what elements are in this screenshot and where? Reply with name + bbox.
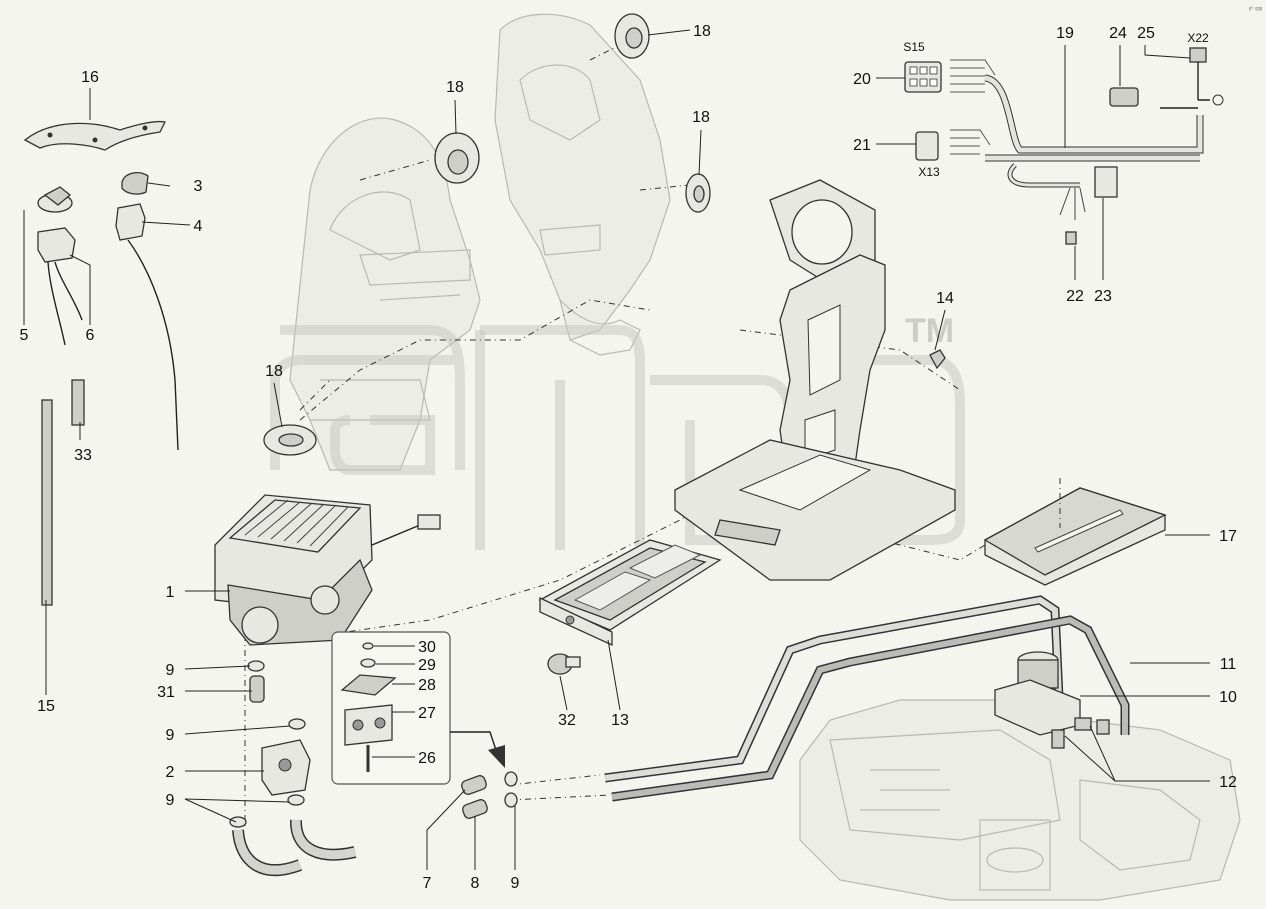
connector-label-x13: X13 (918, 165, 940, 179)
callout-18-d: 18 (265, 363, 283, 380)
part-33-seal (71, 379, 85, 426)
part-30-nut (362, 642, 374, 650)
connector-label-x22: X22 (1187, 31, 1209, 45)
callout-11: 11 (1220, 656, 1237, 673)
connector-x13 (915, 131, 939, 161)
callout-9-a: 9 (166, 662, 175, 679)
grommet-b (434, 132, 480, 184)
callout-14: 14 (936, 290, 954, 307)
part-17-mat (983, 478, 1167, 586)
watermark: TM (270, 312, 965, 550)
part-29-washer (360, 658, 376, 668)
callout-33: 33 (74, 447, 92, 464)
callout-9-d: 9 (511, 875, 520, 892)
part-2-fuel-pump (261, 739, 311, 796)
callout-6: 6 (86, 327, 95, 344)
leader-lines (23, 29, 1210, 870)
callout-31: 31 (157, 684, 175, 701)
part-12-fittings (1051, 717, 1110, 749)
grommet-c (685, 173, 711, 213)
callout-3: 3 (194, 178, 203, 195)
callout-29: 29 (418, 657, 436, 674)
callout-18-c: 18 (692, 109, 710, 126)
part-6-switch (37, 227, 83, 346)
part-11-pipes (604, 595, 1130, 802)
callout-24: 24 (1109, 25, 1127, 42)
callout-28: 28 (418, 677, 436, 694)
callout-30: 30 (418, 639, 436, 656)
callout-32: 32 (558, 712, 576, 729)
part-24-relay (1109, 87, 1139, 107)
callout-17: 17 (1219, 528, 1237, 545)
callout-12: 12 (1219, 774, 1237, 791)
callout-26: 26 (418, 750, 436, 767)
part-15-strip (41, 399, 53, 606)
ghost-engine (799, 699, 1241, 901)
callout-20: 20 (853, 71, 871, 88)
part-13-filter (538, 539, 722, 647)
callout-labels: 16 3 4 5 6 33 15 1 9 31 9 2 9 7 8 9 30 2… (20, 7, 1262, 892)
frame-bracket (674, 179, 956, 581)
callout-23: 23 (1094, 288, 1112, 305)
callout-27: 27 (418, 705, 436, 722)
connector-s15 (904, 61, 942, 93)
callout-2: 2 (166, 764, 175, 781)
corner-code: ᵍ° ᵍᵍᵍ (1249, 7, 1262, 13)
part-10-valve (994, 651, 1081, 736)
part-27-block (344, 704, 393, 746)
callout-18-b: 18 (693, 23, 711, 40)
callout-15: 15 (37, 698, 55, 715)
connector-label-s15: S15 (903, 40, 925, 54)
part-22-plug (1065, 231, 1077, 245)
part-23-connector (1094, 166, 1118, 198)
callout-19: 19 (1056, 25, 1074, 42)
callout-21: 21 (853, 137, 871, 154)
part-25-x22 (1189, 47, 1207, 63)
callout-9-b: 9 (166, 727, 175, 744)
part-31-hose (249, 675, 265, 703)
callout-8: 8 (471, 875, 480, 892)
fuel-hoses-lower (232, 819, 357, 876)
part-3-knob (121, 171, 149, 195)
callout-9-c: 9 (166, 792, 175, 809)
callout-7: 7 (423, 875, 432, 892)
part-14-bolt (929, 349, 946, 370)
grommet-a (614, 13, 650, 59)
part-4-sensor (115, 203, 179, 451)
part-32-knob (547, 653, 581, 675)
callout-18-a: 18 (446, 79, 464, 96)
callout-4: 4 (194, 218, 203, 235)
part-7-sleeve (461, 775, 487, 795)
callout-13: 13 (611, 712, 629, 729)
watermark-tm: TM (905, 312, 954, 350)
callout-22: 22 (1066, 288, 1084, 305)
detail-box (331, 631, 505, 785)
part-18-grommets (263, 13, 711, 456)
callout-25: 25 (1137, 25, 1155, 42)
grommet-d (263, 424, 317, 456)
part-28-plate (340, 674, 397, 696)
part-5-knob (37, 186, 73, 213)
wiring-harness (904, 47, 1224, 245)
callout-16: 16 (81, 69, 99, 86)
part-8-sleeve (462, 799, 488, 819)
part-16-bracket (23, 120, 166, 151)
callout-5: 5 (20, 327, 29, 344)
callout-1: 1 (166, 584, 175, 601)
part-1-heater-unit (214, 494, 441, 646)
callout-10: 10 (1219, 689, 1237, 706)
ghost-cab-structure (289, 13, 671, 471)
part-9-clamps (229, 660, 518, 828)
